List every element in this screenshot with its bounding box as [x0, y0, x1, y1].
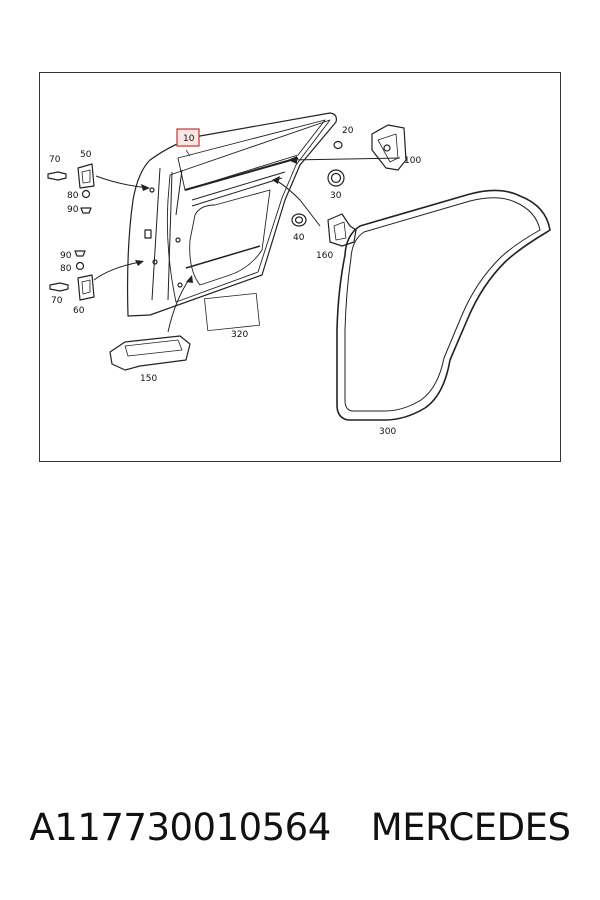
door-inner-panel — [166, 119, 331, 303]
door-check-160 — [333, 221, 347, 241]
washer-90-upper — [80, 207, 92, 214]
part-label-20[interactable]: 20 — [342, 126, 354, 136]
part-label-10[interactable]: 10 — [183, 134, 195, 144]
door-pillar — [167, 171, 173, 301]
door-pillar — [175, 169, 183, 216]
part-label-320[interactable]: 320 — [231, 330, 248, 340]
arrowhead — [141, 184, 150, 191]
door-pillar — [151, 167, 161, 301]
plug-30 — [330, 172, 342, 184]
caption: A117730010564 MERCEDES — [0, 806, 600, 858]
door-shell — [126, 112, 337, 317]
plug-40 — [294, 216, 304, 224]
door-check-160 — [327, 213, 357, 247]
part-label-30[interactable]: 30 — [330, 191, 342, 201]
highlight-box-10 — [176, 128, 200, 147]
part-label-50[interactable]: 50 — [80, 150, 92, 160]
door-rail — [184, 157, 299, 191]
bolt-hole — [177, 282, 183, 288]
hinge-slot — [144, 229, 152, 239]
leader-line — [185, 149, 191, 157]
brand-name: MERCEDES — [370, 806, 571, 849]
diagram-frame — [39, 72, 561, 462]
hinge-lower — [77, 274, 95, 301]
plug-30 — [327, 169, 345, 187]
part-label-160[interactable]: 160 — [316, 251, 333, 261]
hinge-upper — [77, 163, 95, 189]
door-lock-100 — [371, 124, 407, 171]
parts-diagram: 10 20 100 30 40 160 70 50 80 90 90 80 70… — [47, 112, 551, 437]
arrowhead — [288, 156, 297, 164]
window-regulator-150 — [109, 335, 191, 371]
leader-line — [274, 179, 321, 227]
door-seal-outer — [336, 189, 551, 421]
door-lock-100 — [383, 144, 391, 152]
part-label-90-upper[interactable]: 90 — [67, 205, 79, 215]
door-lower-rail — [185, 245, 261, 269]
part-label-300[interactable]: 300 — [379, 427, 396, 437]
nut-80-upper — [81, 189, 91, 199]
window-frame — [177, 119, 326, 191]
door-cutout — [189, 189, 271, 286]
part-label-60[interactable]: 60 — [73, 306, 85, 316]
part-label-70-upper[interactable]: 70 — [49, 155, 61, 165]
window-regulator-150 — [124, 339, 183, 357]
door-rail — [191, 171, 286, 201]
insulation-pad-320 — [204, 292, 260, 332]
part-label-100[interactable]: 100 — [404, 156, 421, 166]
washer-90-lower — [74, 250, 86, 257]
leader-line — [95, 175, 149, 189]
bolt-hole — [175, 237, 181, 243]
hinge-upper — [81, 169, 91, 184]
bolt-hole — [152, 259, 158, 265]
part-label-150[interactable]: 150 — [140, 374, 157, 384]
plug-40 — [291, 213, 307, 227]
grommet-20 — [333, 140, 343, 150]
bolt-70-lower — [49, 282, 69, 292]
arrowhead — [186, 275, 193, 283]
part-label-40[interactable]: 40 — [293, 233, 305, 243]
arrowhead — [272, 176, 280, 184]
arrowhead — [135, 260, 144, 266]
nut-80-lower — [75, 261, 85, 271]
part-label-70-lower[interactable]: 70 — [51, 296, 63, 306]
part-label-90-lower[interactable]: 90 — [60, 251, 72, 261]
door-seal-inner — [344, 197, 541, 412]
part-label-80-upper[interactable]: 80 — [67, 191, 79, 201]
part-label-80-lower[interactable]: 80 — [60, 264, 72, 274]
leader-line — [93, 261, 141, 281]
leader-line — [289, 157, 401, 161]
bolt-70-upper — [47, 171, 67, 181]
part-number: A117730010564 — [29, 806, 331, 849]
bolt-hole — [149, 187, 155, 193]
door-rail — [191, 177, 283, 207]
hinge-lower — [81, 279, 91, 295]
